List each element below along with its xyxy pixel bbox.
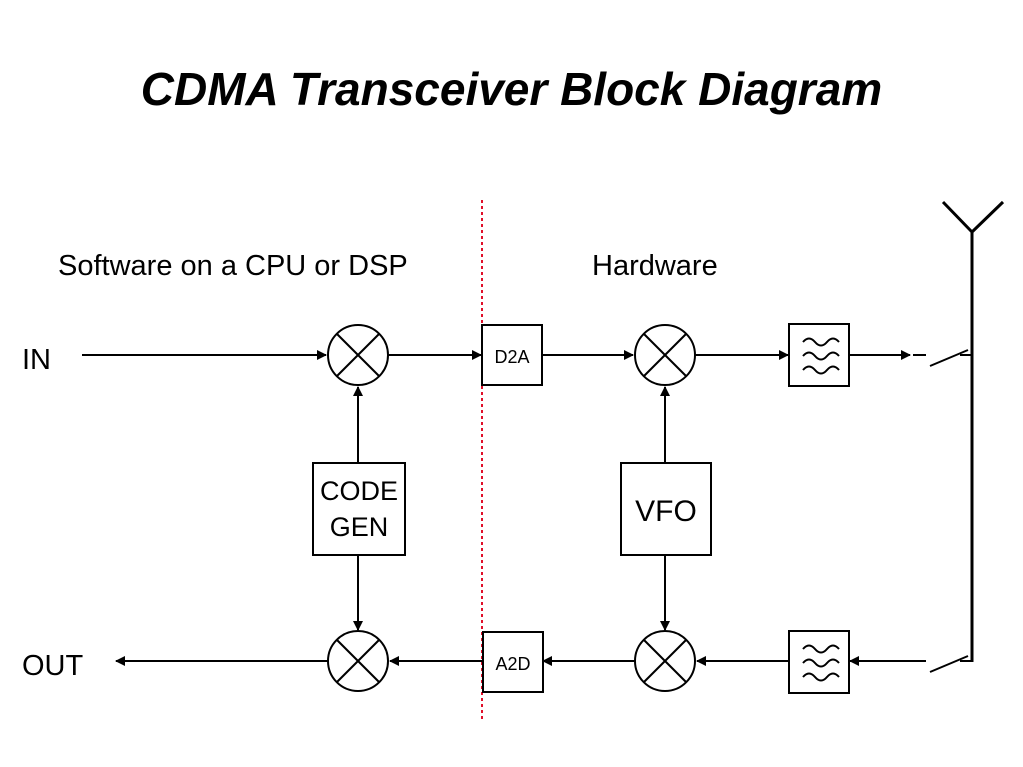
tx-bandpass-filter-icon	[788, 323, 850, 387]
a2d-block: A2D	[482, 631, 544, 693]
rx-downconversion-mixer	[634, 630, 696, 692]
vfo-block: VFO	[620, 462, 712, 556]
rx-despreading-mixer	[327, 630, 389, 692]
tx-spreading-mixer	[327, 324, 389, 386]
vfo-label: VFO	[635, 495, 697, 528]
slide-title: CDMA Transceiver Block Diagram	[140, 63, 883, 115]
rx-bandpass-filter-icon	[788, 630, 850, 694]
code-gen-label-line1: CODE	[320, 476, 398, 506]
input-label: IN	[22, 344, 51, 376]
d2a-block: D2A	[481, 324, 543, 386]
software-section-label: Software on a CPU or DSP	[58, 250, 408, 282]
antenna-icon	[941, 200, 1005, 662]
output-label: OUT	[22, 650, 84, 682]
d2a-label: D2A	[494, 347, 529, 367]
hardware-section-label: Hardware	[592, 250, 718, 282]
tx-antenna-switch	[913, 349, 972, 367]
code-gen-label-line2: GEN	[330, 512, 389, 542]
code-gen-block: CODE GEN	[312, 462, 406, 556]
rx-antenna-switch	[920, 655, 972, 673]
a2d-label: A2D	[495, 654, 530, 674]
tx-upconversion-mixer	[634, 324, 696, 386]
